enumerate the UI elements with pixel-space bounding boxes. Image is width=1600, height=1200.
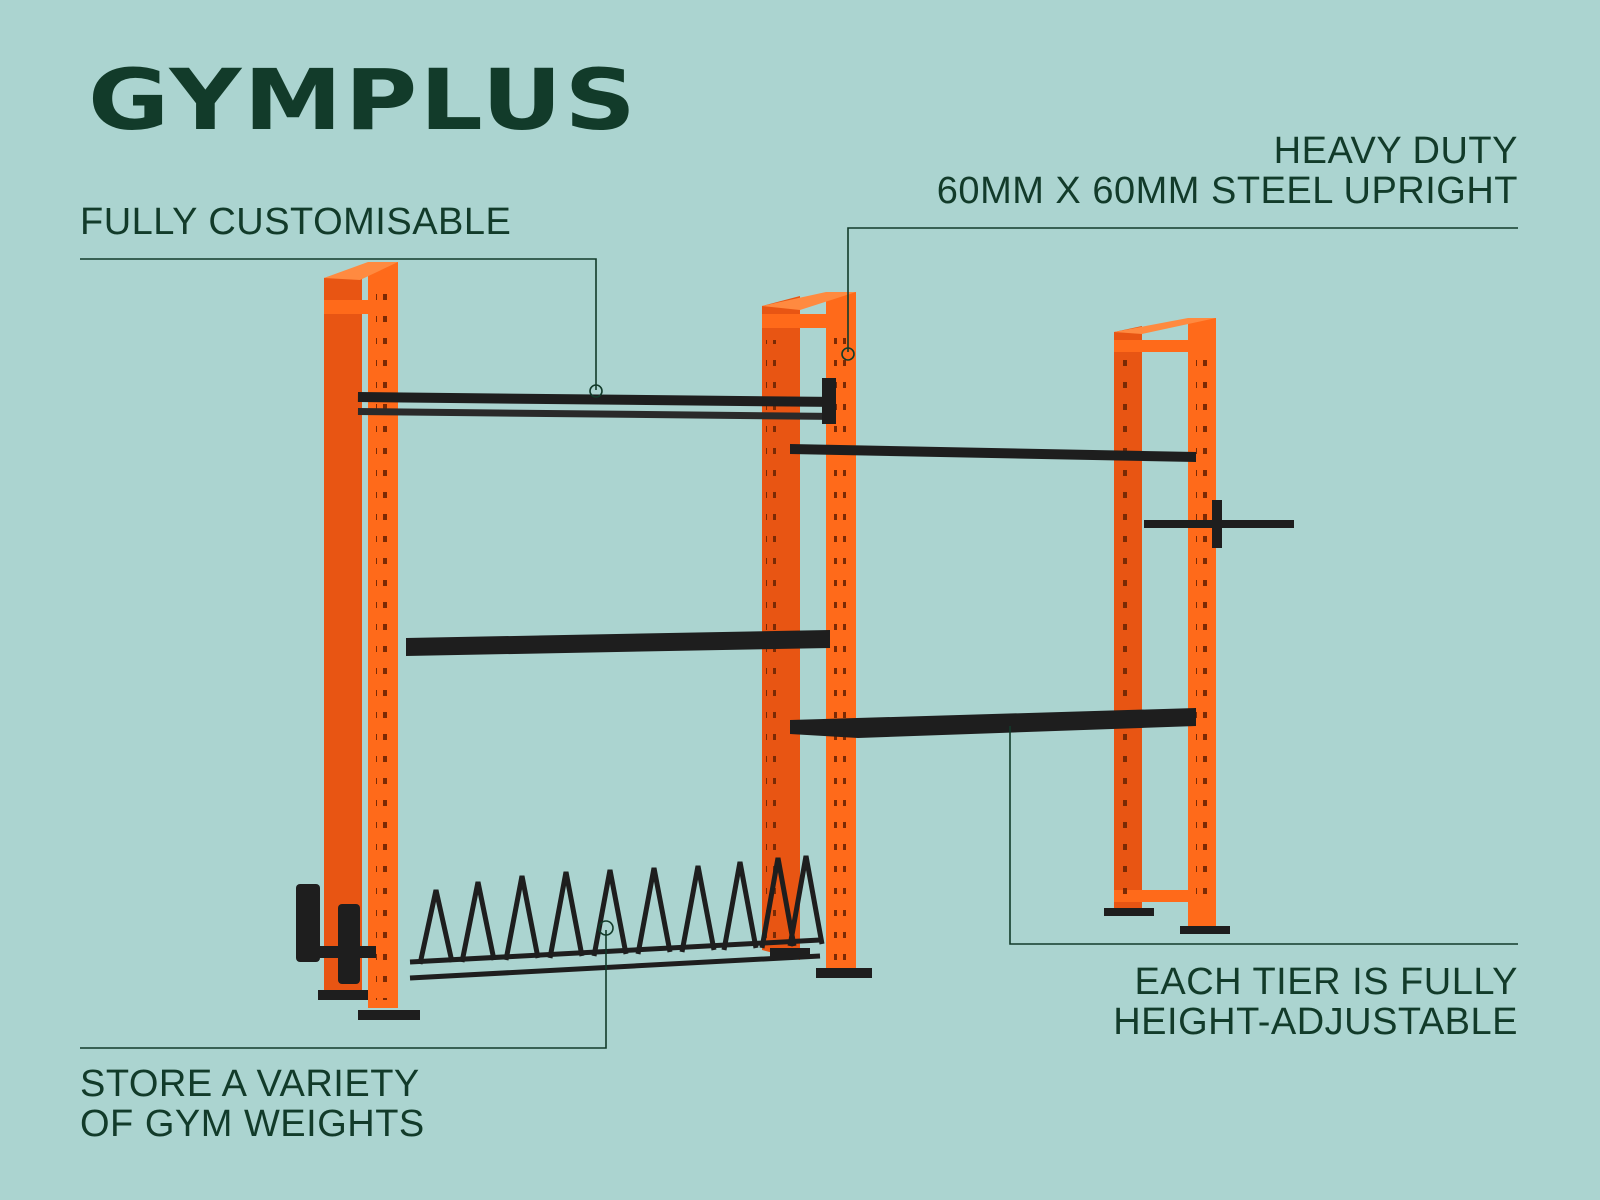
callout-line: HEIGHT-ADJUSTABLE — [1113, 1001, 1518, 1043]
left-frame — [318, 262, 420, 1020]
leader-customisable — [80, 258, 597, 390]
storage-bars — [357, 378, 1294, 738]
plate-rack — [409, 855, 825, 981]
weight-posts — [296, 884, 810, 984]
callout-heavy-duty-upright: HEAVY DUTY 60MM X 60MM STEEL UPRIGHT — [937, 131, 1518, 211]
callout-line: 60MM X 60MM STEEL UPRIGHT — [936, 170, 1518, 212]
leader-dot-heavy-duty — [841, 347, 855, 361]
leader-dot-store — [598, 920, 614, 936]
leader-heavy-duty — [847, 227, 1518, 352]
leader-store — [80, 930, 607, 1049]
right-frame — [1104, 318, 1230, 934]
callout-fully-customisable: FULLY CUSTOMISABLE — [80, 202, 511, 242]
gymplus-logo: GYMPLUS — [88, 51, 639, 149]
callout-lines — [80, 227, 1518, 1049]
callout-line: EACH TIER IS FULLY — [1134, 961, 1518, 1003]
callout-store-weights: STORE A VARIETY OF GYM WEIGHTS — [80, 1064, 425, 1144]
callout-line: OF GYM WEIGHTS — [80, 1103, 425, 1145]
leader-dot-customisable — [589, 384, 603, 398]
callout-line: FULLY CUSTOMISABLE — [80, 201, 512, 243]
callout-line: HEAVY DUTY — [1273, 130, 1518, 172]
callout-line: STORE A VARIETY — [80, 1063, 420, 1105]
callout-height-adjustable: EACH TIER IS FULLY HEIGHT-ADJUSTABLE — [1113, 962, 1518, 1042]
leader-tier — [1009, 726, 1518, 945]
